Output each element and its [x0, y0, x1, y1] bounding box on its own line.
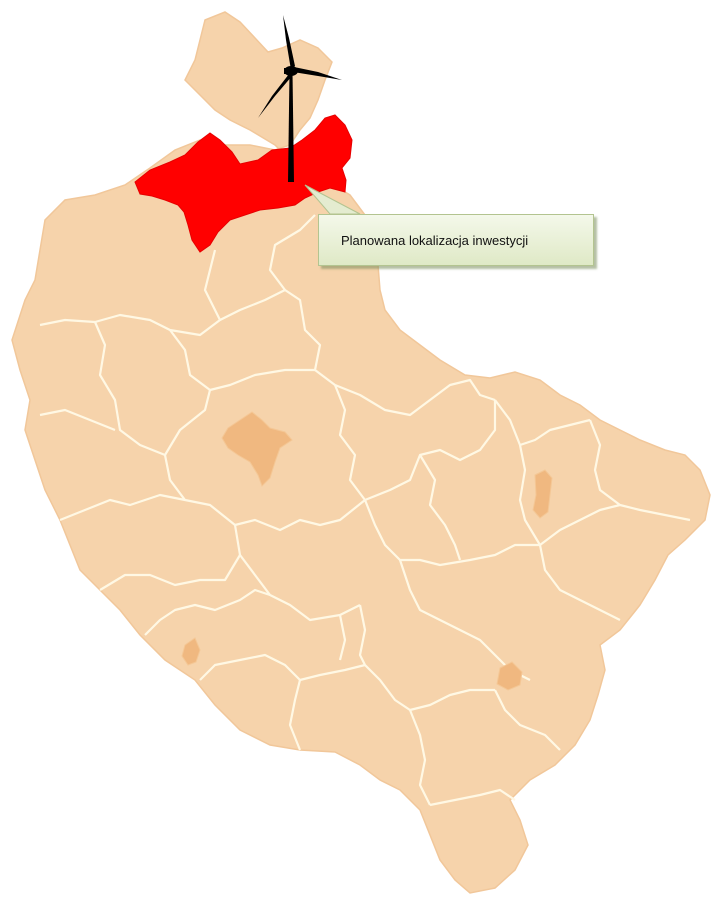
- callout-box: Planowana lokalizacja inwestycji: [318, 214, 594, 266]
- city-kalisz: [496, 661, 523, 691]
- province-outline: [11, 11, 711, 894]
- investment-area-highlight: [134, 114, 353, 253]
- city-konin: [532, 469, 553, 519]
- city-poznan: [221, 411, 293, 487]
- county-borders: [39, 214, 691, 807]
- callout-label: Planowana lokalizacja inwestycji: [341, 232, 529, 248]
- city-leszno: [181, 637, 201, 666]
- wind-turbine-icon: [258, 15, 342, 182]
